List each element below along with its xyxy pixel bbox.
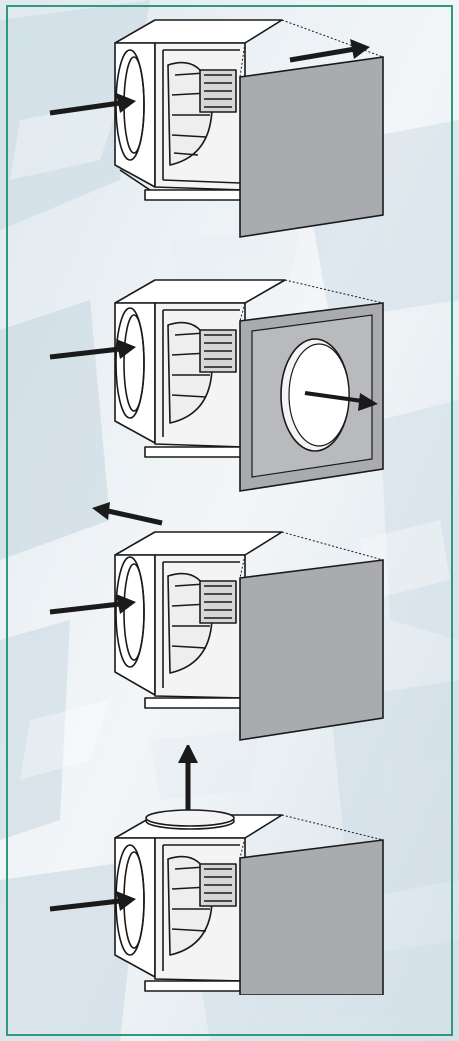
inlet-arrow-icon <box>49 93 136 116</box>
fan-panel-2 <box>0 263 459 513</box>
outlet-arrow-icon <box>92 502 163 526</box>
inlet-arrow-icon <box>49 594 136 615</box>
outlet-arrow-icon <box>304 391 378 411</box>
side-panel <box>239 839 384 995</box>
inlet-arrow-icon <box>49 339 136 360</box>
fan-panel-4 <box>0 745 459 995</box>
side-panel <box>239 56 384 238</box>
figure-frame <box>6 5 453 1036</box>
outlet-arrow-icon <box>289 39 370 63</box>
side-panel <box>239 559 384 741</box>
inlet-arrow-icon <box>49 891 136 912</box>
fan-panel-3 <box>0 500 459 750</box>
outlet-arrow-icon <box>178 745 198 817</box>
fan-panel-1 <box>0 5 459 255</box>
